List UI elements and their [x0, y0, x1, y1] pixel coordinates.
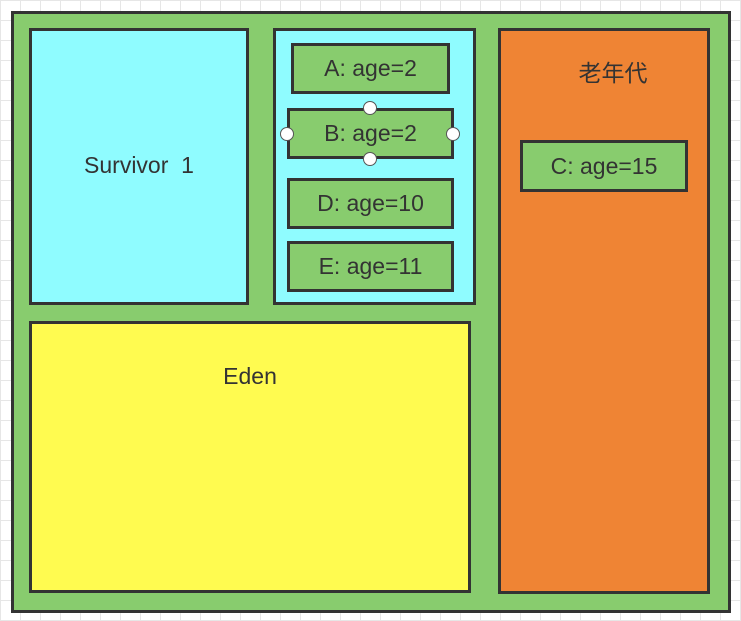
object-c[interactable]: C: age=15 [520, 140, 688, 192]
survivor-1-region[interactable] [29, 28, 249, 305]
object-e[interactable]: E: age=11 [287, 241, 454, 292]
old-generation-region[interactable] [498, 28, 710, 594]
resize-handle-bottom[interactable] [363, 152, 377, 166]
survivor-1-label: Survivor 1 [84, 152, 194, 178]
object-d[interactable]: D: age=10 [287, 178, 454, 229]
resize-handle-right[interactable] [446, 127, 460, 141]
eden-region[interactable] [29, 321, 471, 593]
resize-handle-left[interactable] [280, 127, 294, 141]
object-a[interactable]: A: age=2 [291, 43, 450, 94]
old-generation-label: 老年代 [578, 60, 648, 86]
resize-handle-top[interactable] [363, 101, 377, 115]
eden-label: Eden [223, 363, 277, 389]
